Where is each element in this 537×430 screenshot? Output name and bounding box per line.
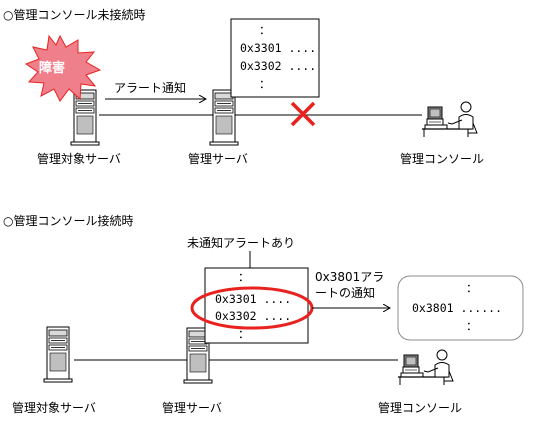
memory2-row-2: 0x3302 .... <box>215 309 291 323</box>
managed-server-2-icon <box>43 326 73 383</box>
section2-title: ○管理コンソール接続時 <box>3 213 133 228</box>
console-box-row: 0x3801 ...... <box>412 301 502 315</box>
console-box-bottom-dots: ： <box>466 319 478 333</box>
mgmt-server-1-icon <box>209 89 239 146</box>
managed-server-1-icon <box>70 89 100 146</box>
console-box-top-dots: ： <box>466 281 478 295</box>
memory1-row-2: 0x3302 .... <box>240 59 316 73</box>
console-alert-box <box>397 275 524 341</box>
memory2-bottom-dots: ： <box>238 327 250 341</box>
failure-badge-label: 障害 <box>39 60 65 76</box>
memory2-row-1: 0x3301 .... <box>215 292 291 306</box>
memory1-row-1: 0x3301 .... <box>240 41 316 55</box>
managed-server-2-label: 管理対象サーバ <box>12 400 96 415</box>
alert-memory-table-2 <box>204 267 309 344</box>
console-1-icon <box>421 101 478 138</box>
alert-notify-label: アラート通知 <box>114 81 186 95</box>
disconnected-x-icon <box>290 101 316 127</box>
memory2-top-dots: ： <box>238 270 250 284</box>
memory1-bottom-dots: ： <box>259 77 271 91</box>
memory1-top-dots: ： <box>259 23 271 37</box>
console-1-label: 管理コンソール <box>400 151 484 166</box>
mgmt-server-2-label: 管理サーバ <box>162 400 222 415</box>
console-2-icon <box>397 349 454 386</box>
alert-memory-table-1 <box>230 18 320 98</box>
section1-title: ○管理コンソール未接続時 <box>3 7 145 22</box>
failure-burst-icon: 障害 <box>24 34 102 102</box>
notify-label-line1: 0x3801アラ <box>315 270 384 284</box>
managed-server-1-label: 管理対象サーバ <box>37 151 121 166</box>
unnotified-alert-callout: 未通知アラートあり <box>187 236 295 250</box>
notify-label-line2: ートの通知 <box>315 286 375 300</box>
mgmt-server-1-label: 管理サーバ <box>188 151 248 166</box>
console-2-label: 管理コンソール <box>378 400 462 415</box>
